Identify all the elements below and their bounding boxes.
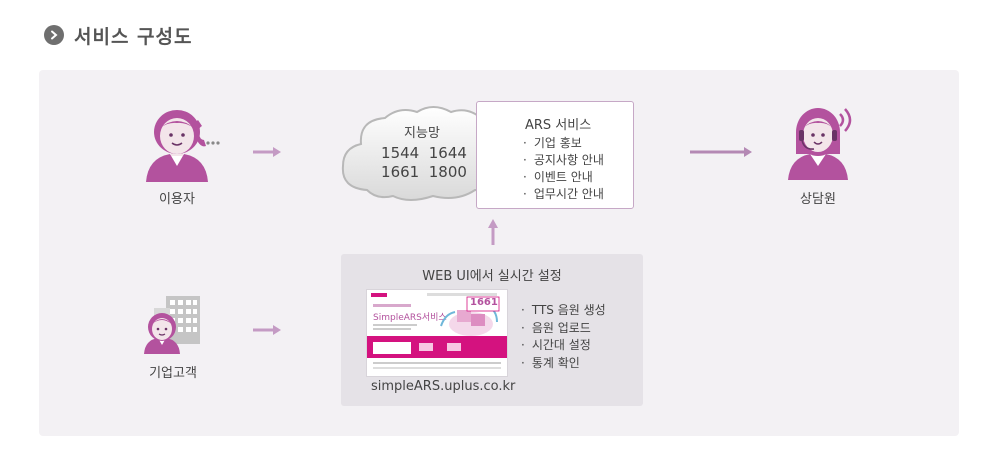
ars-list: 기업 홍보 공지사항 안내 이벤트 안내 업무시간 안내 xyxy=(523,135,604,203)
footer-line xyxy=(373,367,501,369)
arrow-ars-to-agent xyxy=(690,147,752,157)
cloud-node: 지능망 1544 1644 1661 1800 xyxy=(337,104,517,204)
top-nav xyxy=(427,293,497,296)
ars-service-box: ARS 서비스 기업 홍보 공지사항 안내 이벤트 안내 업무시간 안내 xyxy=(476,101,634,209)
list-item: 이벤트 안내 xyxy=(523,169,604,186)
list-item: 음원 업로드 xyxy=(521,320,606,338)
headset-person-icon xyxy=(788,108,852,180)
user-label: 이용자 xyxy=(159,192,195,207)
hero-graphic xyxy=(440,296,500,336)
person-phone-icon xyxy=(146,110,220,182)
list-item: 통계 확인 xyxy=(521,355,606,373)
hero-line xyxy=(373,324,417,326)
hero-line xyxy=(373,328,411,330)
list-item: 기업 홍보 xyxy=(523,135,604,152)
ars-title: ARS 서비스 xyxy=(525,118,592,133)
logo-icon xyxy=(371,293,387,297)
promo-band xyxy=(367,336,507,358)
enterprise-node: 기업고객 xyxy=(140,294,220,384)
footer-line xyxy=(373,362,501,364)
cloud-numbers-line1: 1544 1644 xyxy=(381,144,467,162)
list-item: 시간대 설정 xyxy=(521,337,606,355)
list-item: 공지사항 안내 xyxy=(523,152,604,169)
cloud-numbers-line2: 1661 1800 xyxy=(381,163,467,181)
chevron-right-icon xyxy=(44,25,64,45)
building-person-icon xyxy=(144,296,200,354)
agent-node: 상담원 xyxy=(782,104,862,208)
arrow-enterprise-to-web xyxy=(253,325,281,335)
hero-subtitle xyxy=(373,304,411,307)
website-url-link[interactable]: simpleARS.uplus.co.kr xyxy=(371,379,516,394)
screenshot-brand: SimpleARS서비스 xyxy=(373,313,447,323)
user-node: 이용자 xyxy=(140,108,230,208)
cloud-title: 지능망 xyxy=(404,126,440,141)
list-item: 업무시간 안내 xyxy=(523,186,604,203)
website-screenshot[interactable]: SimpleARS서비스 1661 xyxy=(366,289,508,377)
web-feature-list: TTS 음원 생성 음원 업로드 시간대 설정 통계 확인 xyxy=(521,302,606,372)
arrow-web-to-ars xyxy=(488,219,498,245)
screenshot-number: 1661 xyxy=(470,297,498,308)
page-title: 서비스 구성도 xyxy=(74,25,193,48)
enterprise-label: 기업고객 xyxy=(149,366,197,381)
arrow-user-to-cloud xyxy=(253,147,281,157)
agent-label: 상담원 xyxy=(800,192,836,207)
web-title: WEB UI에서 실시간 설정 xyxy=(422,269,562,284)
section-header: 서비스 구성도 xyxy=(44,20,193,50)
list-item: TTS 음원 생성 xyxy=(521,302,606,320)
web-ui-box: WEB UI에서 실시간 설정 SimpleARS서비스 1661 xyxy=(341,254,643,406)
